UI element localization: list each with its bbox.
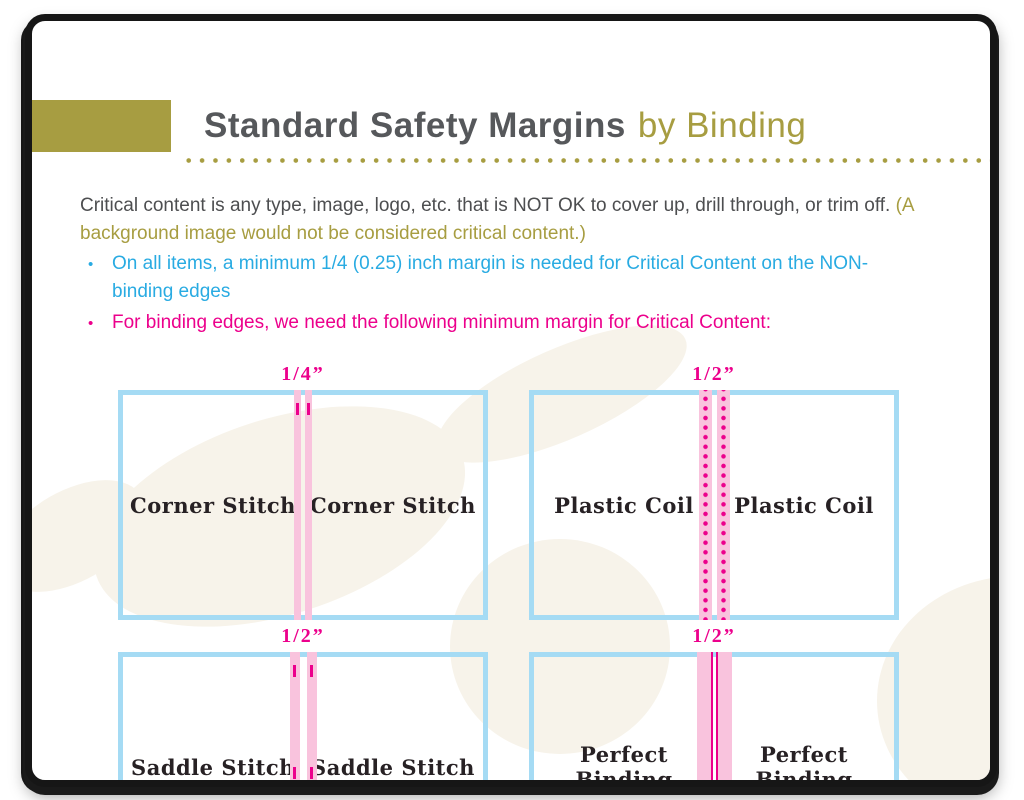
margin-measurement-label: 1/2”	[281, 625, 325, 647]
page-spread: Plastic Coil Plastic Coil	[529, 390, 899, 620]
bullet-binding: • For binding edges, we need the followi…	[88, 309, 948, 338]
diagram-saddle-stitch: 1/2” Saddle Stitch Saddle Stitch	[118, 625, 488, 780]
binding-margin-strip	[289, 652, 300, 780]
intro-text: Critical content is any type, image, log…	[80, 195, 896, 216]
left-page: Perfect Binding	[534, 657, 714, 787]
intro-paragraph: Critical content is any type, image, log…	[80, 192, 946, 248]
diagram-perfect-binding: 1/2” Perfect Binding Perfect Binding	[529, 625, 899, 787]
header-accent-bar	[32, 100, 171, 152]
binding-margin-strip	[696, 652, 713, 780]
binding-type-label: Perfect Binding	[755, 742, 853, 787]
slide-page: Standard Safety Margins by Binding Criti…	[25, 14, 997, 787]
diagram-plastic-coil: 1/2” Plastic Coil Plastic Coil	[529, 363, 899, 620]
bullet-text: For binding edges, we need the following…	[112, 312, 771, 333]
binding-type-label: Corner Stitch	[130, 492, 296, 518]
diagram-corner-stitch: 1/4” Corner Stitch Corner Stitch	[118, 363, 488, 620]
binding-type-label: Perfect Binding	[575, 742, 673, 787]
binding-margin-strip	[305, 390, 312, 620]
page-spread: Perfect Binding Perfect Binding	[529, 652, 899, 787]
margin-measurement-label: 1/2”	[692, 625, 736, 647]
page-title: Standard Safety Margins by Binding	[204, 100, 806, 152]
left-page: Plastic Coil	[534, 395, 714, 615]
bullet-marker: •	[88, 256, 94, 273]
margin-measurement-label: 1/4”	[281, 363, 325, 385]
right-page: Perfect Binding	[714, 657, 894, 787]
binding-margin-strip	[294, 390, 301, 620]
right-page: Corner Stitch	[303, 395, 483, 615]
margin-measurement-label: 1/2”	[692, 363, 736, 385]
bullet-text: On all items, a minimum 1/4 (0.25) inch …	[112, 253, 869, 302]
binding-margin-strip	[715, 652, 732, 780]
binding-margin-strip	[698, 390, 712, 620]
intro-text-accent: (A background image would not be conside…	[80, 195, 914, 244]
bullet-marker: •	[88, 315, 94, 332]
binding-type-label: Plastic Coil	[554, 492, 694, 518]
page-spread: Saddle Stitch Saddle Stitch	[118, 652, 488, 780]
binding-type-label: Corner Stitch	[310, 492, 476, 518]
page-spread: Corner Stitch Corner Stitch	[118, 390, 488, 620]
page-title-main: Standard Safety Margins	[204, 106, 626, 145]
left-page: Corner Stitch	[123, 395, 303, 615]
binding-margin-strip	[306, 652, 317, 780]
binding-margin-strip	[716, 390, 730, 620]
left-page: Saddle Stitch	[123, 657, 303, 780]
binding-type-label: Saddle Stitch	[131, 754, 295, 780]
binding-type-label: Saddle Stitch	[311, 754, 475, 780]
right-page: Saddle Stitch	[303, 657, 483, 780]
page-title-accent: by Binding	[637, 106, 807, 145]
right-page: Plastic Coil	[714, 395, 894, 615]
bullet-non-binding: • On all items, a minimum 1/4 (0.25) inc…	[88, 250, 948, 306]
binding-type-label: Plastic Coil	[734, 492, 874, 518]
dotted-divider	[182, 157, 990, 164]
